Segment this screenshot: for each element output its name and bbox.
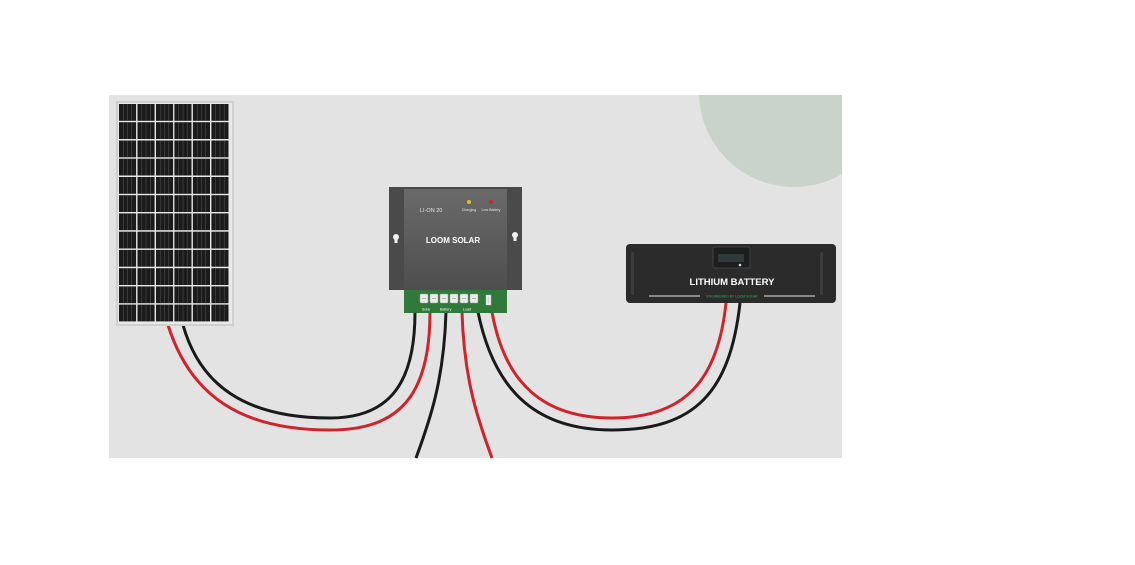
battery-power-button-icon[interactable] [738, 263, 742, 267]
terminal-solar-label: Solar [422, 308, 431, 312]
terminal-load-label: Load [463, 308, 471, 312]
low-battery-label: Low Battery [482, 208, 501, 212]
solar-panel-icon [116, 101, 234, 326]
battery-side-right [820, 252, 823, 295]
mount-hole-left-icon [393, 234, 399, 243]
battery-display [718, 254, 744, 262]
decorative-circle [699, 95, 842, 187]
charging-led-icon [467, 200, 471, 204]
battery-sublabel: ENGINEERED BY LOOM SOLAR [706, 295, 758, 299]
battery-icon: LITHIUM BATTERY ENGINEERED BY LOOM SOLAR [626, 244, 836, 303]
charge-controller-icon: LI-ON 20 Charging Low Battery LOOM SOLAR… [389, 187, 522, 313]
controller-model: LI-ON 20 [420, 208, 442, 214]
terminal-battery-label: Battery [440, 308, 452, 312]
controller-body [404, 189, 507, 290]
wire-load-red [460, 311, 494, 459]
wire-battery-red [490, 302, 728, 420]
battery-label: LITHIUM BATTERY [690, 277, 776, 288]
wire-solar-black [181, 311, 417, 420]
wire-load-black [414, 311, 448, 459]
mount-hole-right-icon [512, 232, 518, 241]
low-battery-led-icon [489, 200, 493, 204]
battery-body [626, 244, 836, 303]
wire-battery-black [476, 302, 742, 432]
terminal-block [419, 293, 479, 304]
fuse-icon [485, 294, 492, 306]
controller-brand: LOOM SOLAR [426, 236, 480, 245]
charging-label: Charging [462, 208, 477, 212]
battery-side-left [631, 252, 634, 295]
wire-solar-red [166, 311, 432, 432]
